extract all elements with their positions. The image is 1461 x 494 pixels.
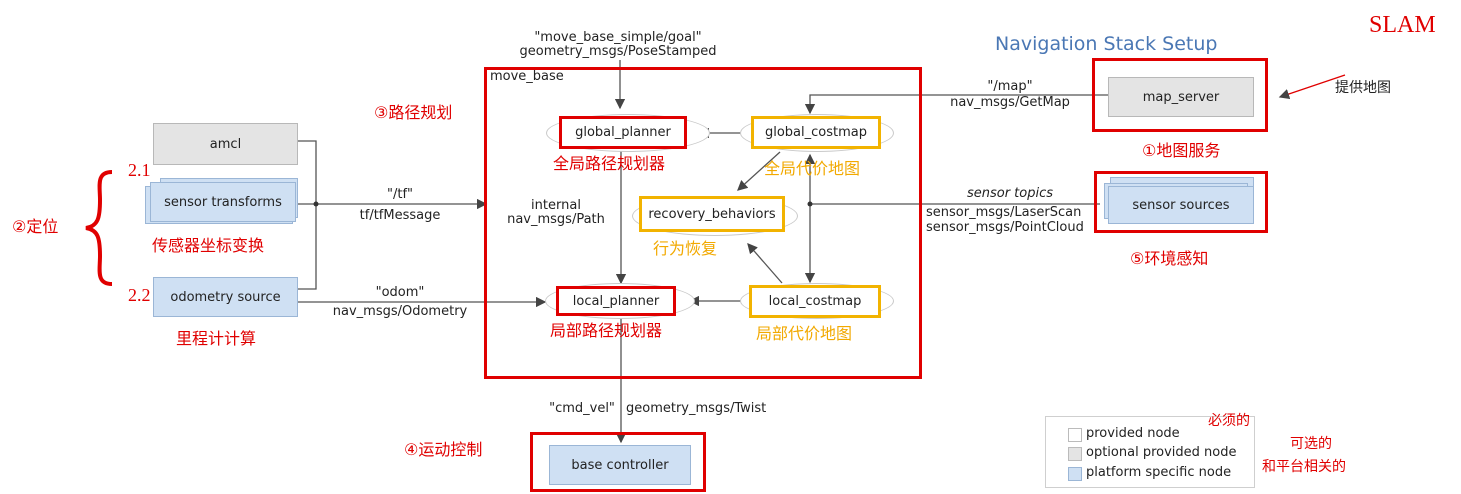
env-sense-label: ⑤环境感知	[1130, 249, 1209, 268]
localization-brace	[85, 170, 113, 286]
goal-topic-label: "move_base_simple/goal"	[534, 30, 702, 45]
tf-bracket	[298, 140, 317, 290]
lc-rec-arrow	[747, 243, 783, 284]
diagram-title: Navigation Stack Setup	[995, 33, 1218, 55]
legend-note-platform: 和平台相关的	[1262, 459, 1346, 475]
odom-topic-label: "odom"	[375, 285, 425, 300]
odom-type-label: nav_msgs/Odometry	[332, 304, 468, 319]
odometry-source-node[interactable]: odometry source	[153, 277, 298, 317]
move-base-label: move_base	[490, 69, 564, 84]
sensor-transforms-node[interactable]: sensor transforms	[150, 182, 296, 222]
legend-box	[1045, 416, 1255, 488]
legend-note-optional: 可选的	[1290, 436, 1332, 452]
internal-type-label: nav_msgs/Path	[507, 212, 605, 227]
map-service-label: ①地图服务	[1142, 141, 1221, 160]
map-arrow	[804, 94, 1110, 115]
base-controller-node[interactable]: base controller	[549, 445, 691, 485]
local-costmap-node[interactable]: local_costmap	[749, 285, 881, 318]
amcl-node[interactable]: amcl	[153, 123, 298, 165]
legend-swatch-platform	[1068, 467, 1082, 481]
map-provider-note: 提供地图	[1335, 80, 1391, 96]
cloud-type-label: sensor_msgs/PointCloud	[926, 220, 1084, 235]
legend-swatch-provided	[1068, 428, 1082, 442]
recovery-behaviors-node[interactable]: recovery_behaviors	[639, 196, 785, 232]
recovery-cn: 行为恢复	[653, 239, 718, 258]
local-planner-node[interactable]: local_planner	[556, 286, 676, 316]
global-planner-cn: 全局路径规划器	[553, 154, 666, 173]
base-controller-highlight	[530, 432, 706, 492]
map-type-label: nav_msgs/GetMap	[950, 95, 1070, 110]
legend-note-required: 必须的	[1208, 413, 1250, 429]
global-costmap-node[interactable]: global_costmap	[751, 116, 881, 149]
sub-21-label: 2.1	[128, 160, 151, 180]
global-costmap-cn: 全局代价地图	[764, 159, 861, 178]
path-planning-label: ③路径规划	[374, 103, 453, 122]
localization-label: ②定位	[12, 217, 59, 236]
laser-type-label: sensor_msgs/LaserScan	[926, 205, 1082, 220]
sensor-topics-label: sensor topics	[966, 186, 1054, 201]
legend-platform-label: platform specific node	[1086, 465, 1232, 480]
map-topic-label: "/map"	[987, 79, 1033, 94]
slam-label: SLAM	[1369, 12, 1436, 38]
odom-cn: 里程计计算	[176, 329, 257, 348]
slam-arrow	[1278, 74, 1346, 100]
legend-optional-label: optional provided node	[1086, 445, 1237, 460]
map-server-node[interactable]: map_server	[1108, 77, 1254, 117]
legend-provided-label: provided node	[1086, 426, 1180, 441]
move-base-container	[484, 67, 922, 379]
cmd-topic-label: "cmd_vel"	[549, 401, 615, 416]
sub-22-label: 2.2	[128, 285, 151, 305]
sensor-sources-node[interactable]: sensor sources	[1108, 186, 1254, 224]
tf-topic-label: "/tf"	[386, 187, 414, 202]
local-costmap-cn: 局部代价地图	[756, 324, 853, 343]
tf-type-label: tf/tfMessage	[359, 208, 441, 223]
map-server-highlight	[1092, 58, 1268, 132]
goal-type-label: geometry_msgs/PoseStamped	[519, 44, 717, 59]
internal-label: internal	[531, 198, 581, 213]
gc-rec-arrow	[737, 151, 781, 191]
motion-control-label: ④运动控制	[404, 440, 483, 459]
legend-swatch-optional	[1068, 447, 1082, 461]
sensor-tf-cn: 传感器坐标变换	[152, 236, 265, 255]
local-planner-cn: 局部路径规划器	[550, 321, 663, 340]
global-planner-node[interactable]: global_planner	[559, 116, 687, 149]
cmd-type-label: geometry_msgs/Twist	[626, 401, 767, 416]
sensor-sources-highlight	[1094, 171, 1268, 233]
